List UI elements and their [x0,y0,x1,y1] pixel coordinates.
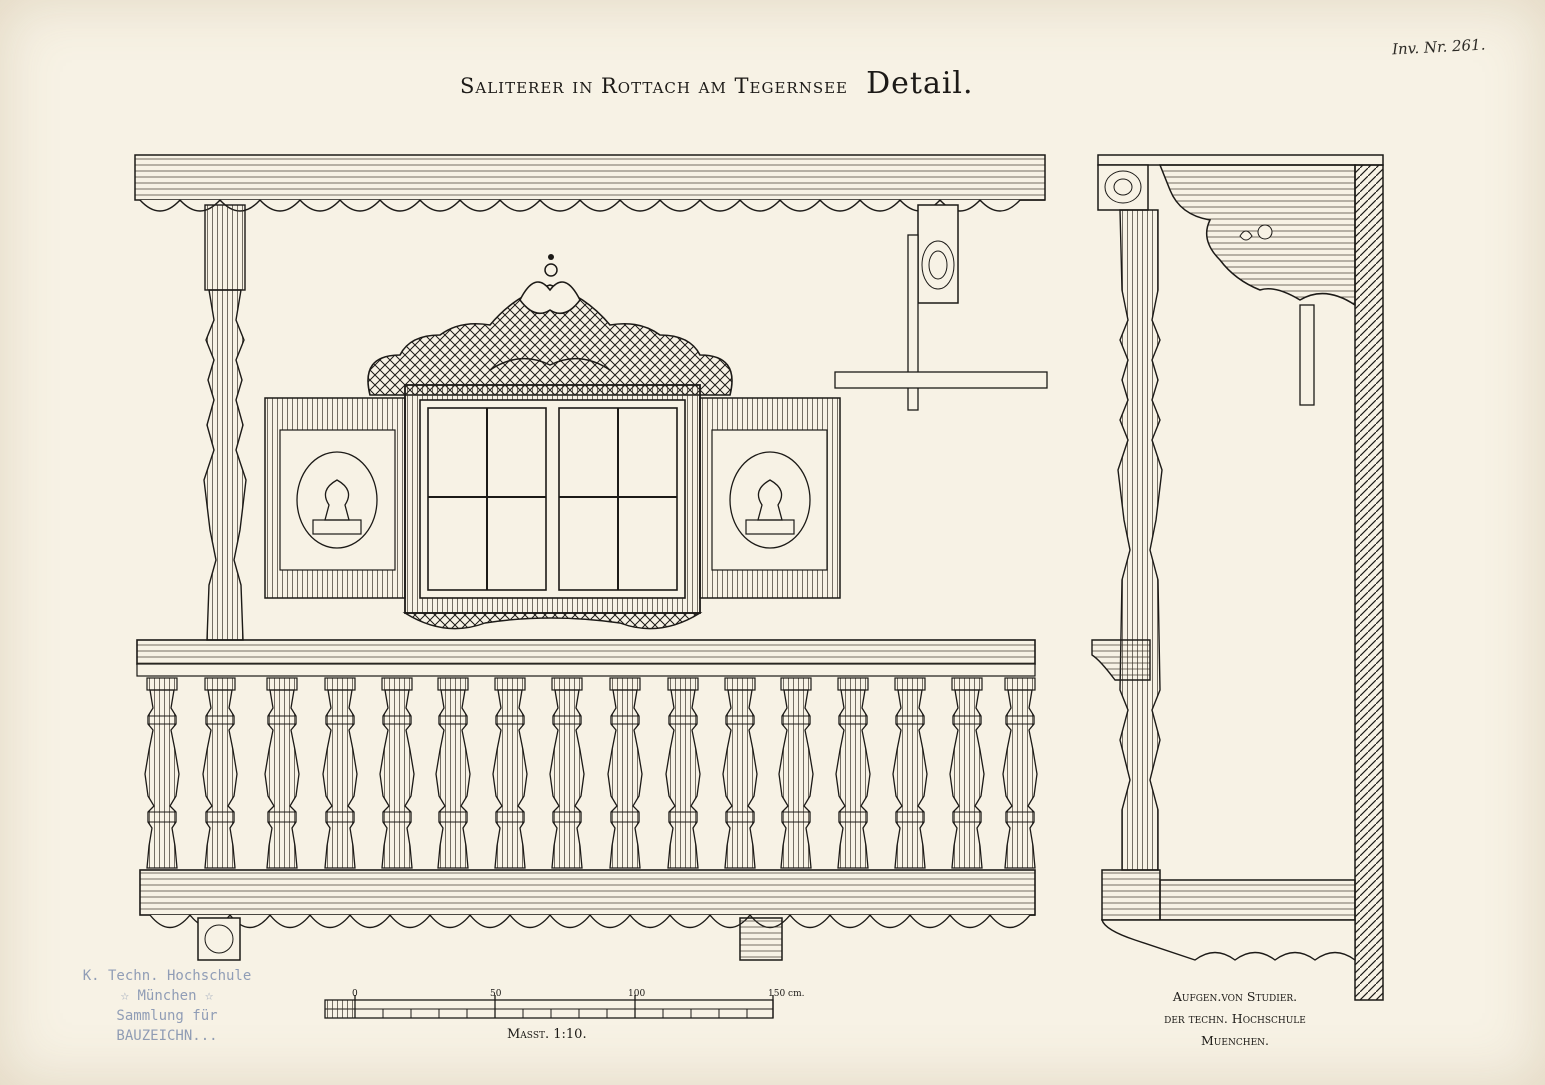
section-view [1091,154,1384,1001]
stamp-line-4: BAUZEICHN... [116,1028,218,1044]
title-detail: Detail. [866,66,974,101]
scale-bar [324,995,774,1019]
credits: Aufgen.von Studier. der techn. Hochschul… [1135,986,1335,1052]
scale-tick-100: 100 [628,989,646,999]
scale-tick-0: 0 [352,989,358,999]
scale-tick-150: 150 cm. [768,989,805,999]
credits-line-1: Aufgen.von Studier. [1172,989,1298,1004]
beam-section-sketch [834,204,1048,411]
top-beam-scallops [139,198,1045,212]
left-post [203,204,247,641]
stamp-line-1: K. Techn. Hochschule [82,968,252,984]
right-shutter [699,397,841,599]
bottom-beam-scallops [149,913,1035,929]
window [402,384,703,630]
collection-stamp: K. Techn. Hochschule ☆ München ☆ Sammlun… [72,966,262,1046]
stamp-line-3: Sammlung für [116,1008,218,1024]
left-shutter [264,397,406,599]
handrail [136,639,1036,665]
credits-line-3: Muenchen. [1201,1033,1269,1048]
drawing-title: Saliterer in Rottach am Tegernsee Detail… [460,66,1160,101]
title-main: Saliterer in Rottach am Tegernsee [460,74,848,98]
top-beam [134,154,1046,201]
window-crest [367,254,733,396]
bottom-beam [139,869,1036,916]
scale-tick-50: 50 [490,989,502,999]
stamp-line-2: ☆ München ☆ [120,988,214,1004]
baluster-row [144,677,1038,869]
scale-label: Masst. 1:10. [507,1027,587,1042]
credits-line-2: der techn. Hochschule [1164,1011,1306,1026]
